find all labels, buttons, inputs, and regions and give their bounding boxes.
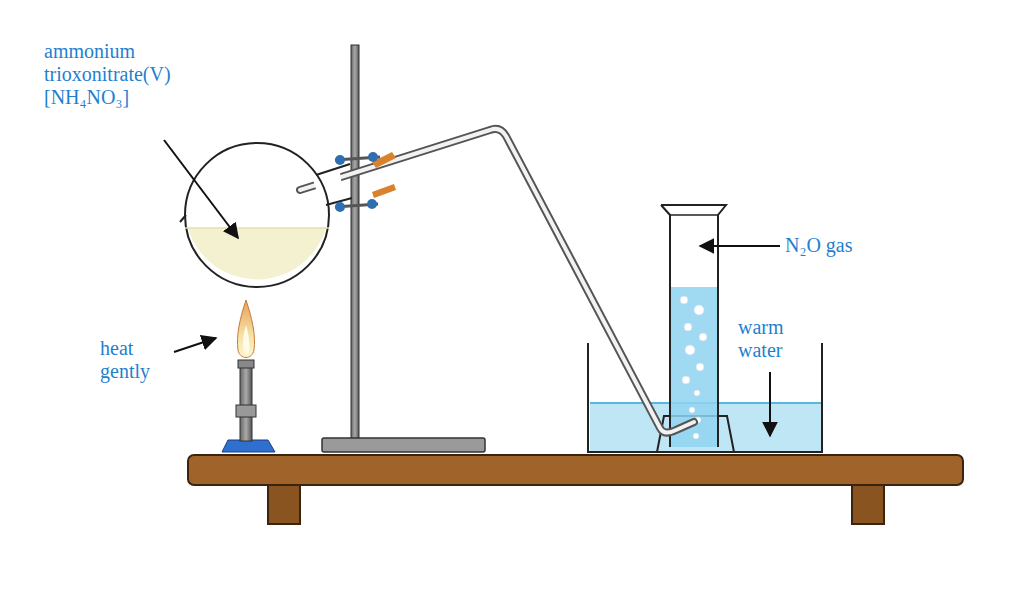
reagent-label: ammonium trioxonitrate(V) [NH₄NO₃]: [44, 40, 209, 109]
bunsen-burner: [222, 300, 275, 452]
bench: [188, 455, 963, 524]
clamp: [335, 152, 396, 212]
delivery-tube: [300, 129, 694, 433]
gas-label: N₂O gas: [785, 234, 905, 257]
heat-label: heat gently: [100, 337, 170, 383]
water-label: warm water: [738, 316, 808, 362]
gas-jar: [661, 205, 726, 447]
leader-arrows: [164, 140, 780, 436]
retort-stand: [322, 45, 485, 452]
round-bottom-flask: [180, 143, 352, 287]
